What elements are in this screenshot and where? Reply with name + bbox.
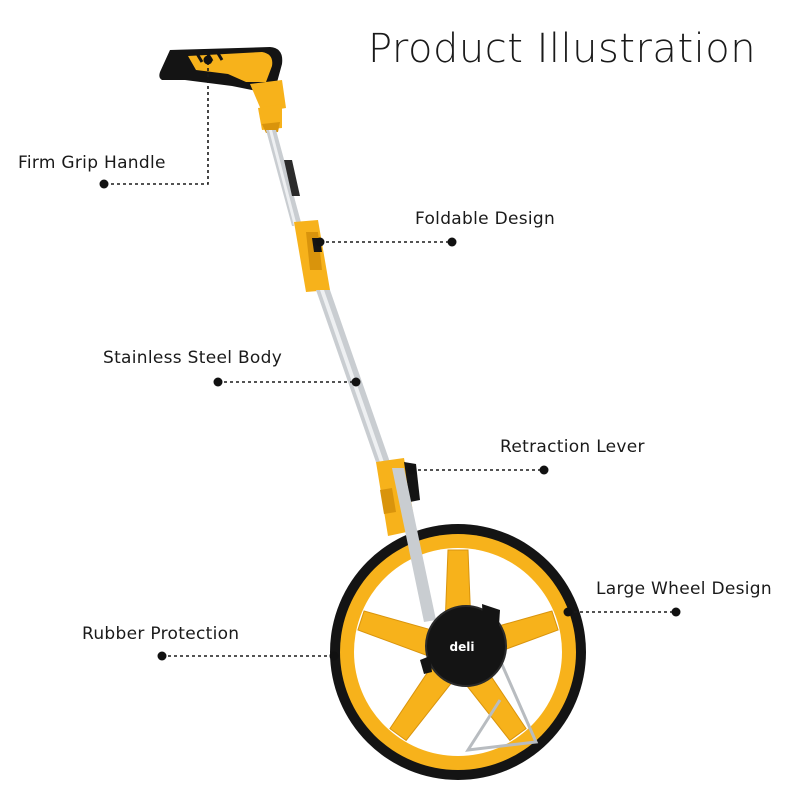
wheel-leader-dot — [563, 607, 573, 617]
page-title: Product Illustration — [368, 26, 757, 72]
lever-leader-dot — [407, 465, 417, 475]
upper-shaft — [266, 130, 302, 226]
rubber-leader-dot — [329, 651, 339, 661]
brand-logo: deli — [450, 640, 475, 654]
wheel-leader-end-dot — [671, 607, 681, 617]
label-firm-grip-handle: Firm Grip Handle — [18, 153, 166, 173]
rubber-leader-end-dot — [157, 651, 167, 661]
fold-leader-end-dot — [447, 237, 457, 247]
lever-leader-end-dot — [539, 465, 549, 475]
grip-handle — [159, 47, 286, 133]
grip-leader-end-dot — [99, 179, 109, 189]
label-large-wheel-design: Large Wheel Design — [596, 579, 772, 599]
callout-leaders — [99, 55, 681, 661]
wheel: deli — [330, 468, 586, 780]
steel-leader-dot — [351, 377, 361, 387]
steel-leader-end-dot — [213, 377, 223, 387]
label-foldable-design: Foldable Design — [415, 209, 556, 229]
fold-joint — [294, 220, 330, 292]
label-stainless-steel-body: Stainless Steel Body — [103, 348, 283, 368]
label-retraction-lever: Retraction Lever — [500, 437, 645, 457]
grip-leader-dot — [203, 55, 213, 65]
fold-leader-dot — [315, 237, 325, 247]
label-rubber-protection: Rubber Protection — [82, 624, 240, 644]
grip-leader — [104, 62, 209, 185]
